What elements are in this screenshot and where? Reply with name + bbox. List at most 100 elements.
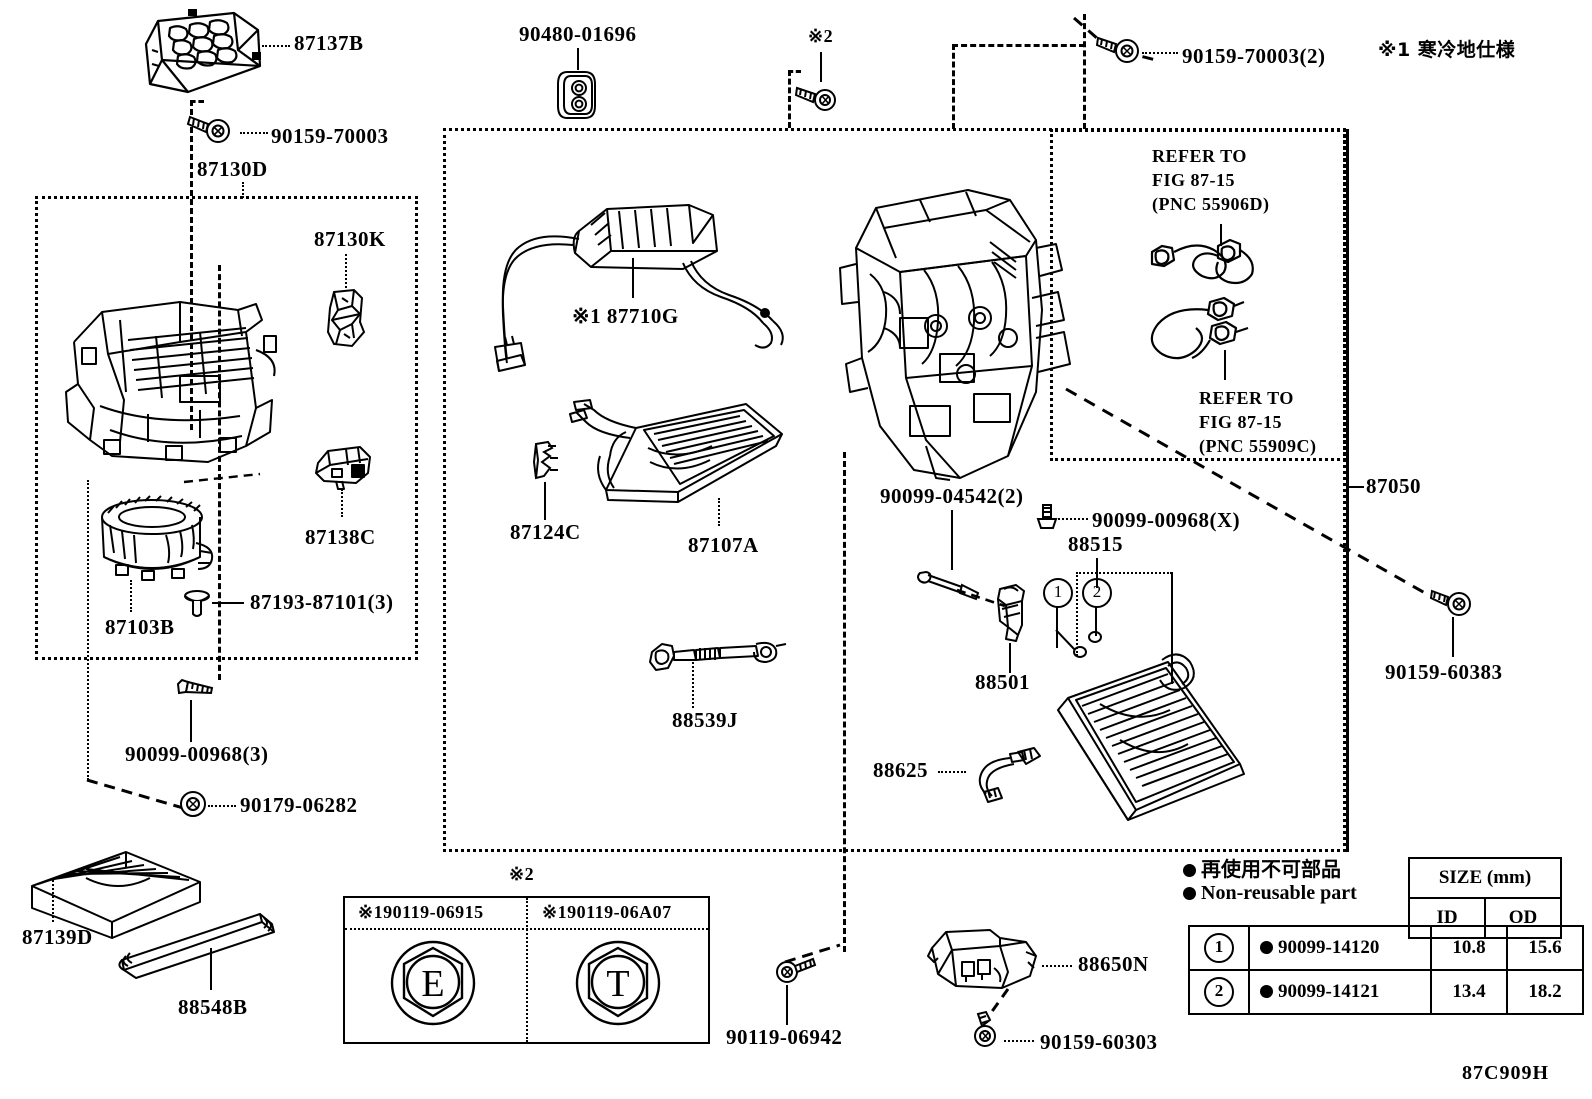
table-row: 2 90099-14121 13.4 18.2 [1188,969,1584,1015]
hvac-unit-group-box [443,128,1346,852]
ref-55906d-line2: FIG 87-15 [1152,170,1235,190]
leader-87193 [212,602,244,604]
ref-55906d-line1: REFER TO [1152,146,1247,166]
leader-90159-60303 [1004,1040,1034,1042]
callout-90179-06282: 90179-06282 [240,793,358,817]
callout-90099-04542: 90099-04542(2) [880,484,1024,508]
size-row2-part-number: 90099-14121 [1278,981,1380,1002]
leader-87138c [341,489,343,517]
bolt-head-icon-t: T [575,936,661,1030]
bolt-table-col2-header: ※190119-06A07 [542,902,672,922]
leader-ref-55909c [1224,350,1226,380]
leader-87139d [52,880,54,922]
leader-90179-06282 [208,805,236,807]
assembly-dash-90159-60383 [1060,385,1460,615]
bracket-88501-right [1171,572,1173,684]
leader-88539j [692,662,694,708]
size-row1-od: 15.6 [1506,925,1584,971]
callout-88625: 88625 [873,758,928,782]
assembly-dot-87103b [87,480,89,780]
leader-88625 [938,771,966,773]
callout-90099-00968-3: 90099-00968(3) [125,742,269,766]
callout-90159-60383: 90159-60383 [1385,660,1503,684]
part-art-87139d-filter [26,830,206,940]
size-row1-ref: 1 [1188,925,1250,971]
size-table-title-row: SIZE (mm) [1408,857,1562,899]
leader-87710g [632,258,634,298]
oring-marks [1045,630,1109,662]
callout-88548b: 88548B [178,995,248,1019]
ref-55909c-line2: FIG 87-15 [1199,412,1282,432]
leader-87137b [262,45,290,47]
callout-87139d: 87139D [22,925,93,949]
leader-87107a [718,498,720,526]
bracket-87050 [1346,129,1349,852]
balloon-2-line [1095,606,1097,636]
callout-87124c: 87124C [510,520,581,544]
legend-jp-text: 再使用不可部品 [1201,857,1341,881]
callout-90159-70003-2: 90159-70003(2) [1182,44,1326,68]
bolt-table-col-divider [526,898,528,1042]
part-art-screw-90159-70003 [186,112,242,146]
part-art-87137b [138,9,268,98]
assembly-dash-90119-06942 [843,452,846,952]
callout-87130k: 87130K [314,227,386,251]
balloon-1-line [1056,606,1058,648]
callout-87103b: 87103B [105,615,175,639]
part-art-wire-harness-55906d [1140,232,1260,292]
part-art-screw-90159-60383 [1430,585,1476,619]
legend-non-reusable: 再使用不可部品 Non-reusable part [1183,858,1357,905]
size-row2-od: 18.2 [1506,969,1584,1015]
part-art-90480-01696-grommet [555,70,599,120]
part-art-88501-evaporator [1008,648,1248,828]
balloon-2: 2 [1082,578,1112,608]
filled-circle-icon-2 [1183,887,1196,900]
legend-en-text: Non-reusable part [1201,882,1357,904]
part-art-88515-expansion-valve [992,583,1030,643]
blower-assembly-group-box [35,196,418,660]
part-art-88625-thermistor [966,746,1044,804]
bolt-head-icon-e: E [390,936,476,1030]
part-art-screw-90099-00968-3 [172,678,218,706]
bolt-mark-t: T [606,963,629,1005]
part-art-88650n-amplifier [926,928,1042,1000]
assembly-dash-right-top-h [952,44,1085,47]
leader-90159-60383 [1452,617,1454,657]
part-art-bolt-90119-06942 [775,955,819,985]
assembly-dash-90119-elbow [780,940,850,970]
assembly-dash-case-to-fan [180,470,280,492]
part-art-bolt-note2-top [795,82,841,114]
part-art-87130k-servo [324,288,368,350]
callout-87193-87101: 87193-87101(3) [250,590,394,614]
part-art-wire-harness-55909c [1138,296,1258,366]
part-art-87103b-fan [96,495,226,595]
ref-55906d-line3: (PNC 55906D) [1152,194,1270,214]
leader-88515 [1009,643,1011,673]
part-art-87124c-clamp [530,440,562,482]
size-row2-balloon: 2 [1204,977,1234,1007]
non-reusable-dot-icon [1260,941,1273,954]
size-table-rows: 1 90099-14120 10.8 15.6 2 90099-14121 13… [1188,925,1584,1015]
assembly-dash-right-top-left [952,44,955,129]
legend-line-jp: 再使用不可部品 [1183,858,1357,882]
callout-87130d: 87130D [197,157,268,181]
assembly-dash-note2-top-elbow [788,70,801,73]
balloon-1-num: 1 [1043,578,1073,608]
size-row1-part: 90099-14120 [1248,925,1432,971]
ref-55909c-line3: (PNC 55909C) [1199,436,1317,456]
bolt-table-col1-header: ※190119-06915 [358,902,484,922]
non-reusable-dot-icon-2 [1260,985,1273,998]
table-row: 1 90099-14120 10.8 15.6 [1188,925,1584,971]
assembly-dash-88515 [955,588,1015,612]
leader-88650n [1042,965,1072,967]
leader-90159-70003-2 [1142,52,1178,54]
callout-87138c: 87138C [305,525,376,549]
figure-code: 87C909H [1462,1062,1549,1084]
refer-fig8715-55906d-box [1050,129,1346,461]
size-row2-part: 90099-14121 [1248,969,1432,1015]
leader-87103b [130,580,132,612]
part-art-screw-90159-60303 [968,1012,1012,1054]
filled-circle-icon [1183,864,1196,877]
leader-90119-06942 [786,985,788,1025]
callout-87137b: 87137B [294,31,364,55]
